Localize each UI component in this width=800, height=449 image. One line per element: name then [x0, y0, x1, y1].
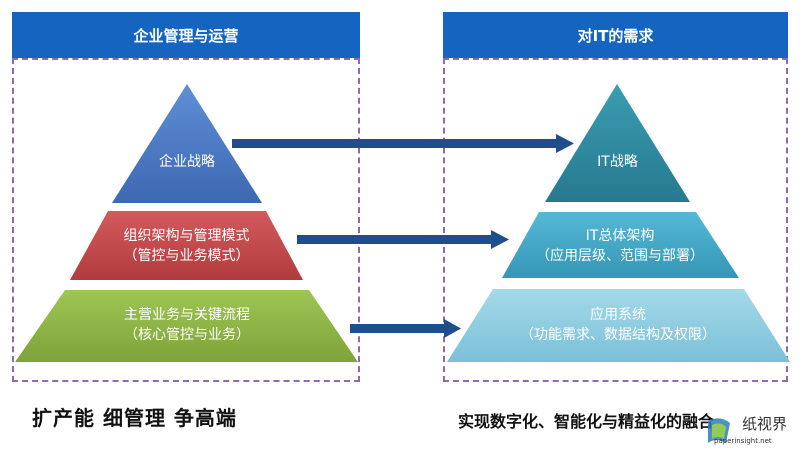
right-pyramid-top: [545, 84, 690, 202]
right-level-3-subtitle: （功能需求、数据结构及权限）: [520, 327, 716, 343]
right-level-1-title: IT战略: [597, 154, 638, 170]
left-level-3-label: 主营业务与关键流程 （核心管控与业务）: [40, 305, 334, 345]
left-level-1-title: 企业战略: [159, 154, 215, 170]
left-panel-header: 企业管理与运营: [12, 12, 360, 58]
right-panel-border: [443, 58, 788, 382]
left-panel-border: [12, 58, 360, 382]
right-level-2-label: IT总体架构 （应用层级、范围与部署）: [505, 226, 735, 266]
logo-url: paperinsight.net: [714, 437, 772, 445]
left-pyramid-middle: [70, 211, 303, 280]
left-pyramid-bottom: [15, 290, 358, 362]
left-level-3-title: 主营业务与关键流程: [124, 307, 250, 323]
arrow-strategy: [232, 134, 574, 153]
left-level-2-subtitle: （管控与业务模式）: [123, 248, 250, 264]
right-footer-slogan: 实现数字化、智能化与精益化的融合: [458, 412, 715, 431]
left-level-1-label: 企业战略: [112, 152, 262, 172]
arrow-architecture: [297, 230, 509, 249]
right-level-3-title: 应用系统: [590, 307, 646, 323]
arrow-systems: [350, 319, 461, 338]
right-pyramid-middle: [502, 212, 739, 278]
right-panel-header: 对IT的需求: [443, 12, 788, 58]
left-footer-slogan: 扩产能 细管理 争高端: [32, 406, 237, 430]
right-level-3-label: 应用系统 （功能需求、数据结构及权限）: [468, 305, 768, 345]
left-level-2-label: 组织架构与管理模式 （管控与业务模式）: [80, 226, 293, 266]
logo-name: 纸视界: [742, 415, 788, 433]
right-pyramid-bottom: [447, 289, 790, 362]
right-level-2-title: IT总体架构: [585, 228, 655, 244]
right-level-1-label: IT战略: [545, 152, 690, 172]
left-level-2-title: 组织架构与管理模式: [123, 228, 250, 244]
right-level-2-subtitle: （应用层级、范围与部署）: [536, 248, 704, 264]
left-pyramid-top: [112, 84, 262, 203]
left-level-3-subtitle: （核心管控与业务）: [124, 327, 250, 343]
paperinsight-logo-icon: [708, 418, 730, 443]
